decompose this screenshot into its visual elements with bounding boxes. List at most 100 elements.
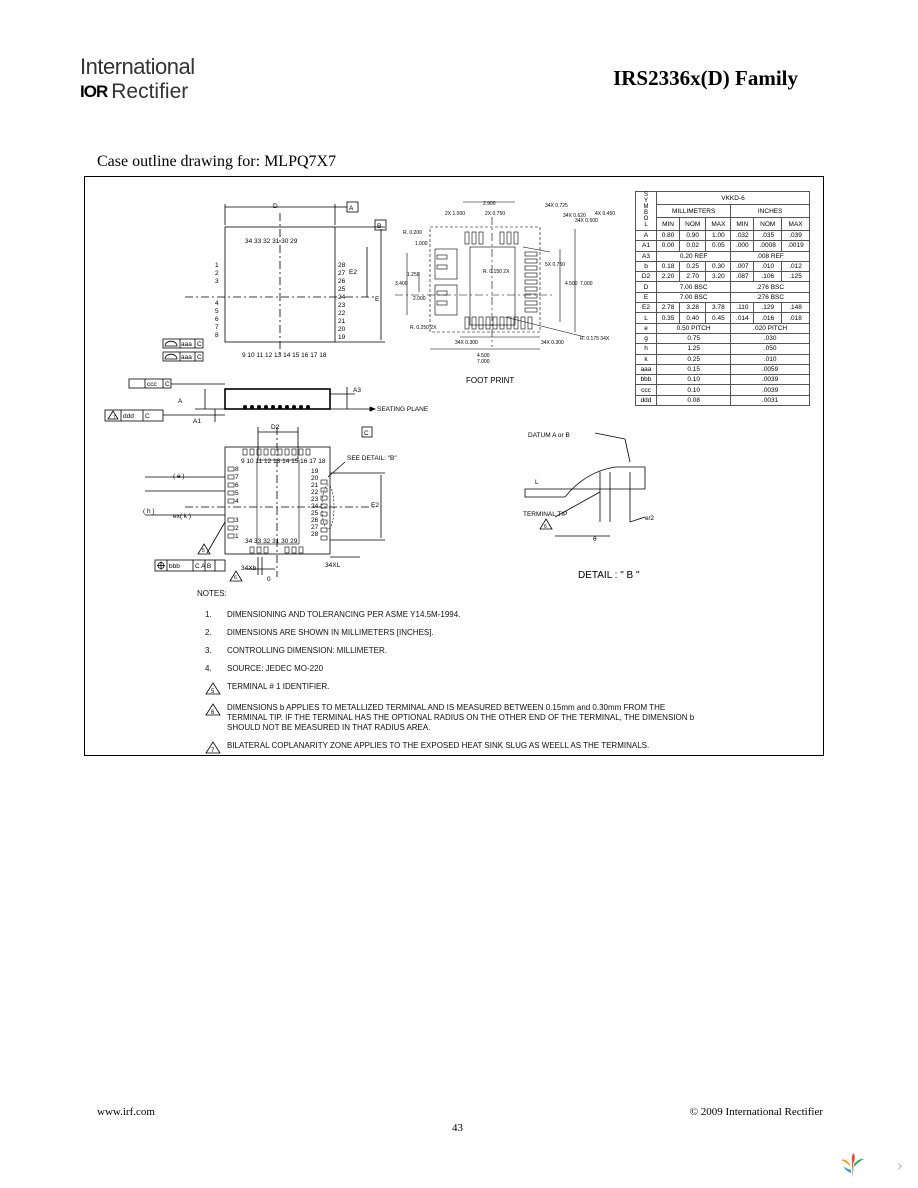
svg-text:7: 7 [235, 474, 239, 481]
note7-triangle-icon: 7 [205, 741, 221, 754]
side-dim-a: A [178, 398, 183, 405]
bottom-bottom-pin-nums: 34 33 32 31 30 29 [245, 538, 298, 545]
svg-text:23: 23 [338, 302, 346, 309]
page-number: 43 [452, 1122, 463, 1134]
footer-copyright: © 2009 International Rectifier [689, 1106, 823, 1118]
svg-text:2X 0.750: 2X 0.750 [485, 211, 505, 217]
side-c-1: C [165, 381, 170, 388]
svg-text:2: 2 [235, 525, 239, 532]
svg-text:21: 21 [311, 482, 319, 489]
svg-text:19: 19 [311, 468, 319, 475]
detail-b-title: DETAIL : " B " [578, 570, 640, 581]
svg-text:6: 6 [211, 710, 215, 716]
dim-exk-label: ex( k ) [173, 513, 191, 520]
top-pin-numbers: 34 33 32 31 30 29 [245, 238, 298, 245]
top-view [162, 201, 387, 362]
svg-text:27: 27 [311, 524, 319, 531]
detail-datum-label: DATUM A or B [528, 432, 570, 439]
svg-text:4: 4 [215, 300, 219, 307]
svg-text:5: 5 [235, 490, 239, 497]
svg-text:7: 7 [215, 324, 219, 331]
svg-text:28: 28 [338, 262, 346, 269]
left-pin-labels: 1 2 3 4 5 6 7 8 [215, 262, 219, 339]
note5-marker: 5 [202, 548, 205, 554]
symbol-header: SYMBOL [635, 191, 657, 231]
svg-text:2X 1.000: 2X 1.000 [445, 211, 465, 217]
svg-text:34X 0.725: 34X 0.725 [545, 203, 568, 209]
ior-logo-mark: IOR [80, 82, 108, 101]
terminal-tip-label: TERMINAL TIP [523, 511, 567, 518]
svg-text:34X 0.500: 34X 0.500 [575, 218, 598, 224]
side-dim-a1: A1 [193, 418, 201, 425]
note-item: 6 DIMENSIONS b APPLIES TO METALLIZED TER… [205, 703, 697, 733]
svg-text:8: 8 [215, 332, 219, 339]
svg-text:24: 24 [311, 503, 319, 510]
side-view [104, 378, 377, 438]
svg-text:4: 4 [235, 498, 239, 505]
dim-34xb: 34Xb [241, 565, 257, 572]
footprint-view [395, 201, 586, 350]
bottom-e2-label: E2 [371, 502, 379, 509]
detail-note6-marker: 6 [544, 524, 547, 530]
note-item: 7 BILATERAL COPLANARITY ZONE APPLIES TO … [205, 741, 697, 754]
svg-text:1.250: 1.250 [407, 272, 420, 278]
svg-text:26: 26 [338, 278, 346, 285]
table-code: VKKD-6 [656, 191, 810, 205]
company-logo-line2: IOR Rectifier [80, 80, 188, 104]
note5-triangle-icon: 5 [205, 682, 221, 695]
dim-d-label: D [273, 203, 278, 210]
side-view-pins [243, 405, 310, 409]
svg-text:7: 7 [211, 748, 215, 754]
svg-text:1.000: 1.000 [415, 241, 428, 247]
dim-zero: 0 [267, 576, 271, 583]
svg-text:3.400: 3.400 [395, 281, 408, 287]
note-item: 4. SOURCE: JEDEC MO-220 [205, 664, 324, 673]
svg-text:34X 0.620: 34X 0.620 [563, 213, 586, 219]
svg-text:5: 5 [211, 689, 215, 695]
dim-34xl: 34XL [325, 562, 341, 569]
svg-text:22: 22 [311, 489, 319, 496]
note-item: 5 TERMINAL # 1 IDENTIFIER. [205, 682, 697, 695]
footer-website: www.irf.com [97, 1106, 155, 1118]
see-detail-b-label: SEE DETAIL: "B" [347, 455, 397, 462]
note-item: 2. DIMENSIONS ARE SHOWN IN MILLIMETERS [… [205, 628, 434, 637]
viewer-nav-widget: › [822, 1142, 918, 1188]
svg-text:3: 3 [215, 278, 219, 285]
svg-text:1: 1 [215, 262, 219, 269]
tol-aaa-2: aaa [181, 354, 192, 361]
bottom-top-pin-nums: 9 10 11 12 13 14 15 16 17 18 [241, 458, 326, 465]
svg-text:8: 8 [235, 466, 239, 473]
bottom-right-pin-labels: 19 20 21 22 23 24 25 26 27 28 [311, 468, 319, 538]
company-logo-line1: International [80, 54, 195, 79]
dim-e2-label: E2 [349, 269, 357, 276]
note-item: 1. DIMENSIONING AND TOLERANCING PER ASME… [205, 610, 461, 619]
svg-text:2: 2 [215, 270, 219, 277]
detail-theta-label: θ [593, 536, 597, 543]
tol-cab: C A B [195, 563, 211, 570]
tol-aaa-1: aaa [181, 341, 192, 348]
right-pin-labels: 28 27 26 25 24 23 22 21 20 19 [338, 262, 346, 341]
svg-text:2.900: 2.900 [483, 201, 496, 207]
side-ddd: ddd [123, 413, 134, 420]
side-dim-a3: A3 [353, 387, 361, 394]
side-ccc: ccc [147, 381, 158, 388]
case-outline-drawing: D A B E2 E 34 33 32 31 30 29 9 10 11 12 … [104, 201, 654, 583]
svg-text:R. 0.200: R. 0.200 [403, 230, 422, 236]
dim-e-label: E [375, 296, 380, 303]
next-page-arrow-icon[interactable]: › [896, 1155, 904, 1175]
tol-c-2: C [197, 354, 202, 361]
